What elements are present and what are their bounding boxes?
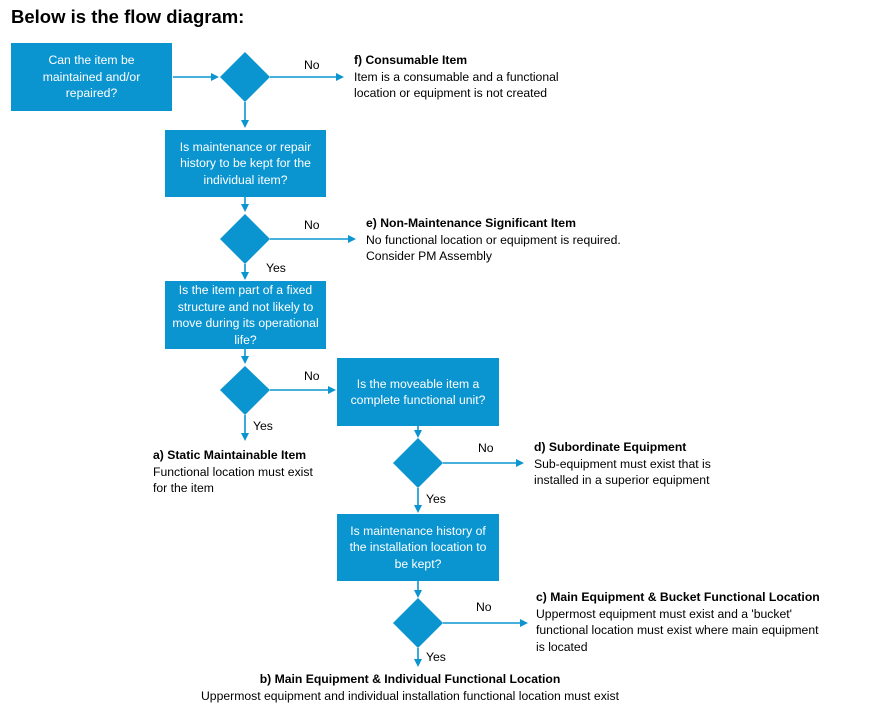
question-box-fixed-structure: Is the item part of a fixed structure an… xyxy=(165,281,326,349)
question-box-history-kept: Is maintenance or repair history to be k… xyxy=(165,130,326,197)
decision-diamond-1 xyxy=(220,52,270,102)
question-text: Is the moveable item a complete function… xyxy=(350,376,486,408)
outcome-description: Functional location must exist for the i… xyxy=(153,464,313,496)
question-box-complete-unit: Is the moveable item a complete function… xyxy=(337,358,499,426)
question-box-location-history: Is maintenance history of the installati… xyxy=(337,514,499,581)
outcome-title: e) Non-Maintenance Significant Item xyxy=(366,216,576,230)
yes-label: Yes xyxy=(253,419,273,433)
outcome-subordinate-equipment: d) Subordinate Equipment Sub-equipment m… xyxy=(534,439,711,489)
question-text: Can the item be maintained and/or repair… xyxy=(42,53,141,101)
outcome-consumable-item: f) Consumable Item Item is a consumable … xyxy=(354,52,559,102)
decision-diamond-5 xyxy=(393,598,443,648)
outcome-description: Uppermost equipment must exist and a 'bu… xyxy=(536,606,819,654)
diagram-heading: Below is the flow diagram: xyxy=(11,6,245,27)
outcome-non-maintenance-item: e) Non-Maintenance Significant Item No f… xyxy=(366,215,621,265)
outcome-static-maintainable-item: a) Static Maintainable Item Functional l… xyxy=(153,447,313,497)
question-text: Is the item part of a fixed structure an… xyxy=(172,283,319,347)
decision-diamond-4 xyxy=(393,438,443,488)
outcome-title: f) Consumable Item xyxy=(354,53,468,67)
outcome-description: Item is a consumable and a functional lo… xyxy=(354,69,559,101)
outcome-main-equipment-individual: b) Main Equipment & Individual Functiona… xyxy=(150,671,670,704)
yes-label: Yes xyxy=(426,650,446,664)
no-label: No xyxy=(476,600,492,614)
outcome-title: c) Main Equipment & Bucket Functional Lo… xyxy=(536,590,820,604)
no-label: No xyxy=(304,58,320,72)
yes-label: Yes xyxy=(266,261,286,275)
outcome-description: Sub-equipment must exist that is install… xyxy=(534,456,711,488)
question-text: Is maintenance or repair history to be k… xyxy=(179,139,312,187)
decision-diamond-3 xyxy=(220,366,270,415)
outcome-title: a) Static Maintainable Item xyxy=(153,448,307,462)
yes-label: Yes xyxy=(426,492,446,506)
no-label: No xyxy=(478,441,494,455)
outcome-description: Uppermost equipment and individual insta… xyxy=(201,688,619,703)
no-label: No xyxy=(304,369,320,383)
outcome-title: d) Subordinate Equipment xyxy=(534,440,687,454)
question-box-maintainable: Can the item be maintained and/or repair… xyxy=(11,43,172,111)
outcome-main-equipment-bucket: c) Main Equipment & Bucket Functional Lo… xyxy=(536,589,820,655)
no-label: No xyxy=(304,218,320,232)
decision-diamond-2 xyxy=(220,214,270,264)
outcome-title: b) Main Equipment & Individual Functiona… xyxy=(259,672,561,686)
outcome-description: No functional location or equipment is r… xyxy=(366,232,621,264)
question-text: Is maintenance history of the installati… xyxy=(349,523,487,571)
